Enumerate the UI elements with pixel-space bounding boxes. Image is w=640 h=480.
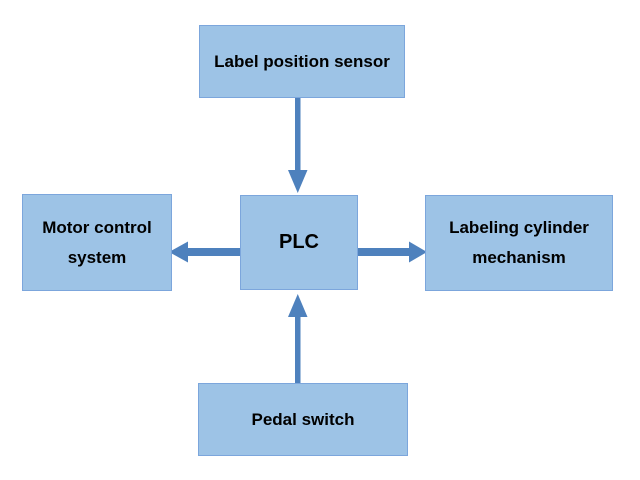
node-label: Pedal switch xyxy=(251,409,355,429)
node-plc: PLC xyxy=(240,195,358,290)
node-motor-control-system: Motor control system xyxy=(22,194,172,291)
arrow-sensor-to-plc-icon xyxy=(288,98,308,193)
node-label: Labeling cylinder mechanism xyxy=(449,218,589,267)
node-label: Motor control system xyxy=(42,217,152,267)
node-labeling-cylinder-mechanism: Labeling cylinder mechanism xyxy=(425,195,613,291)
arrow-plc-to-motor-icon xyxy=(169,241,240,263)
node-pedal-switch: Pedal switch xyxy=(198,383,408,456)
node-label: Label position sensor xyxy=(214,51,390,71)
arrow-plc-to-cylinder-icon xyxy=(358,241,427,263)
arrow-pedal-to-plc-icon xyxy=(288,294,308,383)
node-label-position-sensor: Label position sensor xyxy=(199,25,405,98)
node-label: PLC xyxy=(279,231,319,253)
